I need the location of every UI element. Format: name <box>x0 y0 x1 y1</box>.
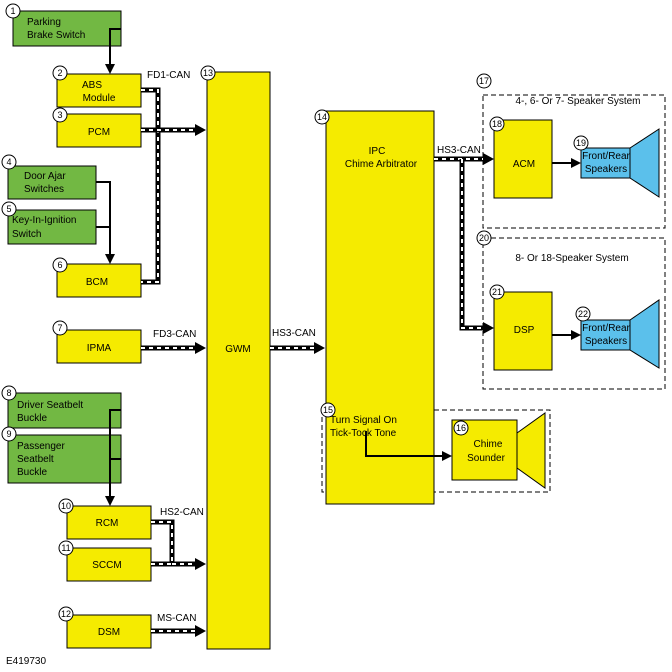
badge-8: 8 <box>6 388 11 398</box>
badge-16: 16 <box>456 423 466 433</box>
turn-signal-line-1: Turn Signal On <box>330 415 397 426</box>
ipma-box <box>56 329 142 364</box>
badge-6: 6 <box>57 260 62 270</box>
badge-18: 18 <box>492 119 502 129</box>
speaker-system-a-title: 4-, 6- Or 7- Speaker System <box>515 96 640 107</box>
hs3-can-bus-gwm-ipc <box>270 342 325 354</box>
acm-box <box>493 119 553 199</box>
door-ajar-switches-box <box>7 165 97 200</box>
badge-4: 4 <box>6 157 11 167</box>
speaker-a-horn-icon <box>629 128 660 198</box>
badge-19: 19 <box>576 138 586 148</box>
hs3-can-gwm-ipc-label: HS3-CAN <box>272 328 316 339</box>
hardwire-acm-speakers <box>552 158 581 168</box>
acm-label: ACM <box>513 159 535 170</box>
badge-5: 5 <box>6 204 11 214</box>
badge-11: 11 <box>61 543 70 553</box>
pcm-box <box>56 113 142 148</box>
abs-line-2: Module <box>83 93 116 104</box>
sccm-label: SCCM <box>92 560 121 571</box>
ipma-label: IPMA <box>87 343 112 354</box>
badge-17: 17 <box>479 76 489 86</box>
hs2-can-label: HS2-CAN <box>160 507 204 518</box>
turn-signal-group <box>321 409 551 493</box>
badge-20: 20 <box>479 233 489 243</box>
speaker-system-b-group <box>482 237 666 390</box>
rcm-label: RCM <box>96 518 119 529</box>
ms-can-label: MS-CAN <box>157 613 196 624</box>
passenger-seatbelt-line-2: Seatbelt <box>17 454 54 465</box>
rcm-box <box>66 505 152 540</box>
pcm-label: PCM <box>88 127 110 138</box>
speakers-b-line-2: Speakers <box>585 336 627 347</box>
parking-brake-line-2: Brake Switch <box>27 30 85 41</box>
badge-12: 12 <box>61 609 71 619</box>
speakers-b-line-1: Front/Rear <box>582 323 630 334</box>
hardwire-dsp-speakers <box>552 330 581 340</box>
badge-7: 7 <box>57 323 62 333</box>
key-in-ignition-line-1: Key-In-Ignition <box>12 215 76 226</box>
fd3-can-bus <box>141 342 206 354</box>
driver-seatbelt-line-1: Driver Seatbelt <box>17 400 83 411</box>
ipc-line-2: Chime Arbitrator <box>345 159 418 170</box>
badge-10: 10 <box>61 501 71 511</box>
badge-14: 14 <box>317 112 327 122</box>
hardwire-door-key-bcm <box>96 181 115 264</box>
passenger-seatbelt-line-3: Buckle <box>17 467 47 478</box>
hardwire-parking-brake <box>105 28 121 74</box>
chime-sounder-horn-icon <box>516 412 546 489</box>
speakers-b-box <box>580 319 631 351</box>
speakers-a-line-2: Speakers <box>585 164 627 175</box>
badge-3: 3 <box>57 110 62 120</box>
badge-22: 22 <box>578 309 588 319</box>
hs3-can-bus-ipc-audio <box>434 153 494 334</box>
ipc-block <box>325 110 435 505</box>
speaker-b-horn-icon <box>629 299 660 369</box>
key-in-ignition-line-2: Switch <box>12 229 41 240</box>
parking-brake-line-1: Parking <box>27 17 61 28</box>
abs-line-1: ABS <box>82 80 102 91</box>
fd1-can-bus <box>141 87 206 285</box>
chime-sounder-line-2: Sounder <box>467 453 505 464</box>
chime-sounder-line-1: Chime <box>474 439 503 450</box>
dsp-label: DSP <box>514 325 535 336</box>
dsm-box <box>66 614 152 649</box>
hardwire-seatbelts-rcm <box>105 409 121 506</box>
badge-1: 1 <box>10 6 15 16</box>
fd3-can-label: FD3-CAN <box>153 329 196 340</box>
speakers-a-line-1: Front/Rear <box>582 151 630 162</box>
passenger-seatbelt-line-1: Passenger <box>17 441 65 452</box>
bcm-label: BCM <box>86 277 108 288</box>
abs-module-box <box>56 73 142 108</box>
gwm-block <box>206 71 271 650</box>
key-in-ignition-switch-box <box>7 209 97 245</box>
driver-seatbelt-line-2: Buckle <box>17 413 47 424</box>
sccm-box <box>66 547 152 582</box>
door-ajar-line-1: Door Ajar <box>24 171 66 182</box>
driver-seatbelt-buckle-box <box>7 392 122 429</box>
ms-can-bus <box>151 625 206 637</box>
speakers-a-box <box>580 147 631 179</box>
badge-15: 15 <box>323 405 333 415</box>
fd1-can-label: FD1-CAN <box>147 70 190 81</box>
ipc-line-1: IPC <box>369 146 386 157</box>
turn-signal-line-2: Tick-Tock Tone <box>330 428 397 439</box>
badge-2: 2 <box>57 68 62 78</box>
badge-21: 21 <box>492 287 502 297</box>
door-ajar-line-2: Switches <box>24 184 64 195</box>
badge-13: 13 <box>203 68 213 78</box>
hs2-can-bus <box>151 519 206 570</box>
speaker-system-b-title: 8- Or 18-Speaker System <box>515 253 628 264</box>
dsm-label: DSM <box>98 627 120 638</box>
number-badges <box>1 3 591 622</box>
hardwire-turn-signal-chime <box>365 431 452 461</box>
figure-reference: E419730 <box>6 656 46 667</box>
hs3-can-ipc-audio-label: HS3-CAN <box>437 145 481 156</box>
bcm-box <box>56 263 142 298</box>
dsp-box <box>493 291 553 371</box>
badge-9: 9 <box>6 429 11 439</box>
gwm-label: GWM <box>225 344 251 355</box>
